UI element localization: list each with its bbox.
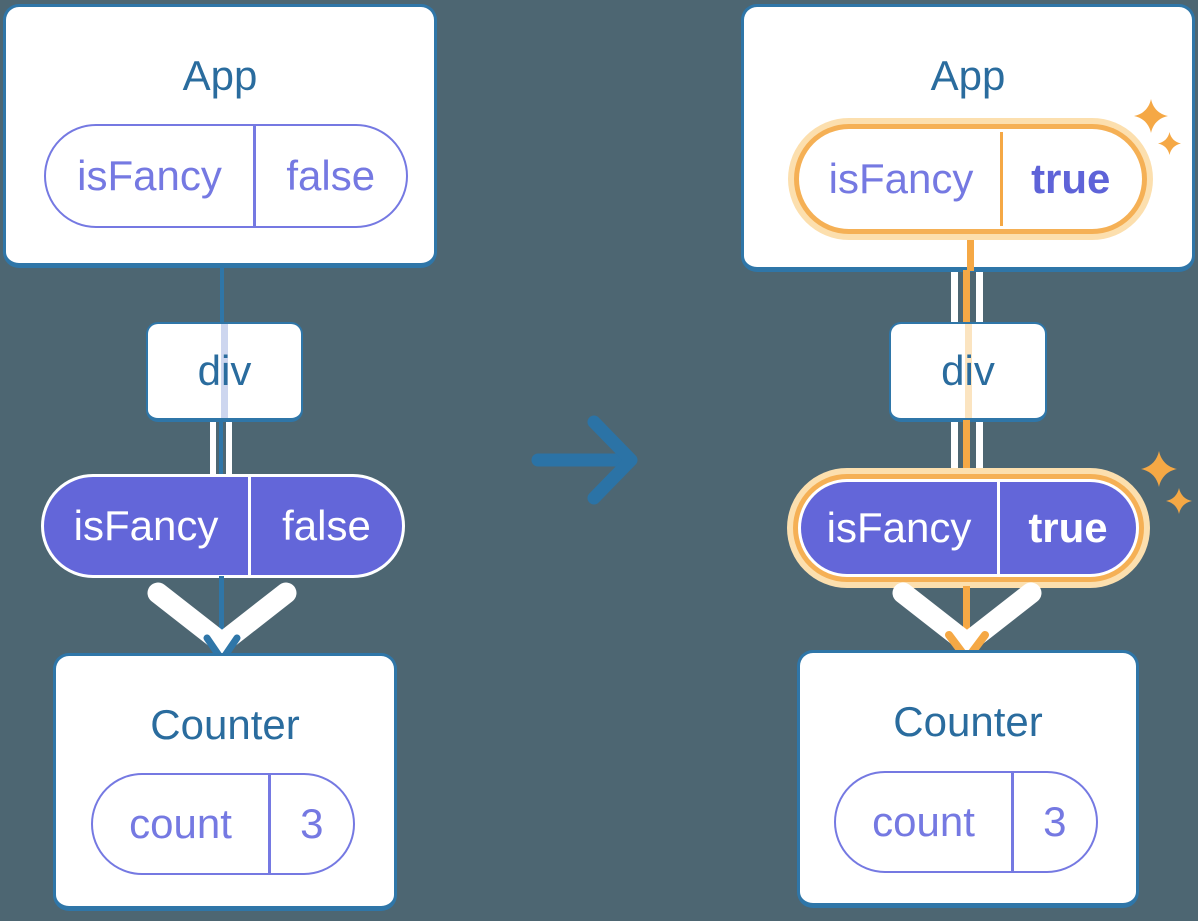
prop-name: isFancy xyxy=(73,502,219,549)
arrow-shaft xyxy=(219,576,224,648)
sparkle-icon xyxy=(1134,99,1168,133)
edge-app-to-div-before xyxy=(220,266,224,324)
white-chevron-icon xyxy=(147,582,297,654)
highlight-ring-inner: isFancy true xyxy=(798,479,1139,577)
component-title: Counter xyxy=(893,698,1043,745)
prop-name: isFancy xyxy=(77,152,222,199)
state-name: count xyxy=(872,798,975,845)
prop-pill-after: isFancy true xyxy=(801,482,1136,574)
edge-white-line xyxy=(951,272,958,322)
state-pill-before: count 3 xyxy=(91,773,355,875)
counter-card-after: Counter count 3 xyxy=(797,650,1139,908)
arrow-shaft xyxy=(963,586,970,648)
pill-divider xyxy=(1011,773,1014,871)
pill-divider xyxy=(248,477,251,575)
prop-pill-after-highlight: isFancy true xyxy=(787,468,1150,588)
sparkle-icon xyxy=(1141,451,1177,487)
edge-white-line xyxy=(210,422,216,474)
prop-name: isFancy xyxy=(826,504,972,551)
state-value: 3 xyxy=(1043,798,1067,845)
edge-core-line xyxy=(963,270,970,324)
sparkle-icon xyxy=(1166,488,1192,514)
prop-name: isFancy xyxy=(828,155,974,202)
white-chevron-icon xyxy=(892,582,1042,654)
pill-divider xyxy=(1000,132,1003,226)
component-title: div xyxy=(941,347,995,394)
app-card-before: App isFancy false xyxy=(3,4,437,268)
app-card-after: App isFancy true xyxy=(741,4,1195,272)
prop-pill-app-before: isFancy false xyxy=(44,124,408,228)
highlight-ring-inner: isFancy true xyxy=(799,129,1142,229)
prop-trace-line xyxy=(221,324,228,418)
prop-flow-line xyxy=(967,229,974,271)
edge-white-line xyxy=(951,422,958,472)
component-title: Counter xyxy=(150,701,300,748)
component-title: div xyxy=(197,347,252,394)
edge-white-line xyxy=(976,422,983,472)
component-title: App xyxy=(930,52,1006,99)
pill-divider xyxy=(253,126,256,226)
sparkle-icon xyxy=(1158,132,1181,155)
prop-pill-before: isFancy false xyxy=(41,474,405,578)
transition-arrow-icon xyxy=(531,415,638,505)
prop-value: false xyxy=(282,502,371,549)
edge-white-line xyxy=(976,272,983,322)
div-card-before: div xyxy=(146,322,303,422)
div-card-after: div xyxy=(889,322,1047,422)
prop-value: false xyxy=(286,152,376,199)
pill-divider xyxy=(268,775,271,873)
state-name: count xyxy=(129,800,232,847)
prop-value: true xyxy=(1031,155,1111,202)
pill-divider xyxy=(997,482,1000,574)
prop-value: true xyxy=(1028,504,1108,551)
prop-pill-app-after: isFancy true xyxy=(802,132,1139,226)
highlight-ring: isFancy true xyxy=(793,474,1144,582)
prop-trace-line xyxy=(964,324,972,418)
edge-white-line xyxy=(226,422,232,474)
prop-pill-app-after-highlight: isFancy true xyxy=(788,118,1153,240)
component-title: App xyxy=(182,52,258,99)
edge-core-line xyxy=(219,420,223,476)
counter-card-before: Counter count 3 xyxy=(53,653,397,911)
state-value: 3 xyxy=(300,800,324,847)
edge-core-line xyxy=(963,420,970,474)
highlight-ring: isFancy true xyxy=(794,124,1147,234)
state-pill-after: count 3 xyxy=(834,771,1098,873)
